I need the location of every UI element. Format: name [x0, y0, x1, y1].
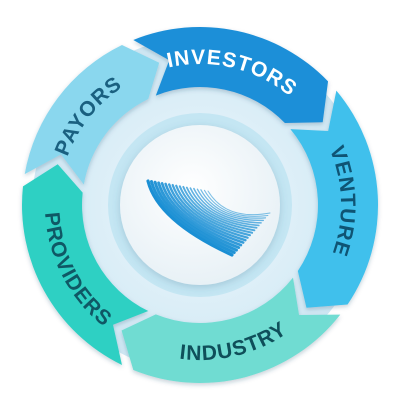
- logo-stroke: [185, 186, 258, 229]
- segment-payors-shape: [24, 45, 160, 185]
- segment-providers-shape: [22, 164, 149, 365]
- logo-stroke: [189, 187, 260, 227]
- logo-stroke: [203, 189, 269, 217]
- segment-venture-shape: [290, 90, 379, 308]
- logo-stroke: [175, 184, 251, 237]
- segment-investors-shape: [133, 26, 329, 124]
- segment-industry: INDUSTRY: [121, 277, 341, 384]
- logo-stroke: [164, 182, 245, 244]
- logo-stroke: [153, 180, 238, 252]
- feather-wing-logo: [146, 179, 271, 257]
- logo-stroke: [160, 182, 243, 247]
- logo-stroke: [146, 179, 234, 257]
- logo-stroke: [149, 180, 236, 255]
- segment-venture: VENTURE: [290, 90, 379, 308]
- logo-stroke: [167, 183, 247, 242]
- logo-stroke: [193, 187, 262, 224]
- logo-stroke: [196, 188, 264, 222]
- segment-industry-shape: [121, 277, 341, 384]
- logo-stroke: [157, 181, 241, 250]
- logo-stroke: [171, 183, 249, 239]
- logo-stroke: [178, 185, 254, 234]
- logo-stroke: [200, 189, 267, 219]
- logo-stroke: [207, 190, 271, 216]
- logo-stroke: [182, 185, 256, 232]
